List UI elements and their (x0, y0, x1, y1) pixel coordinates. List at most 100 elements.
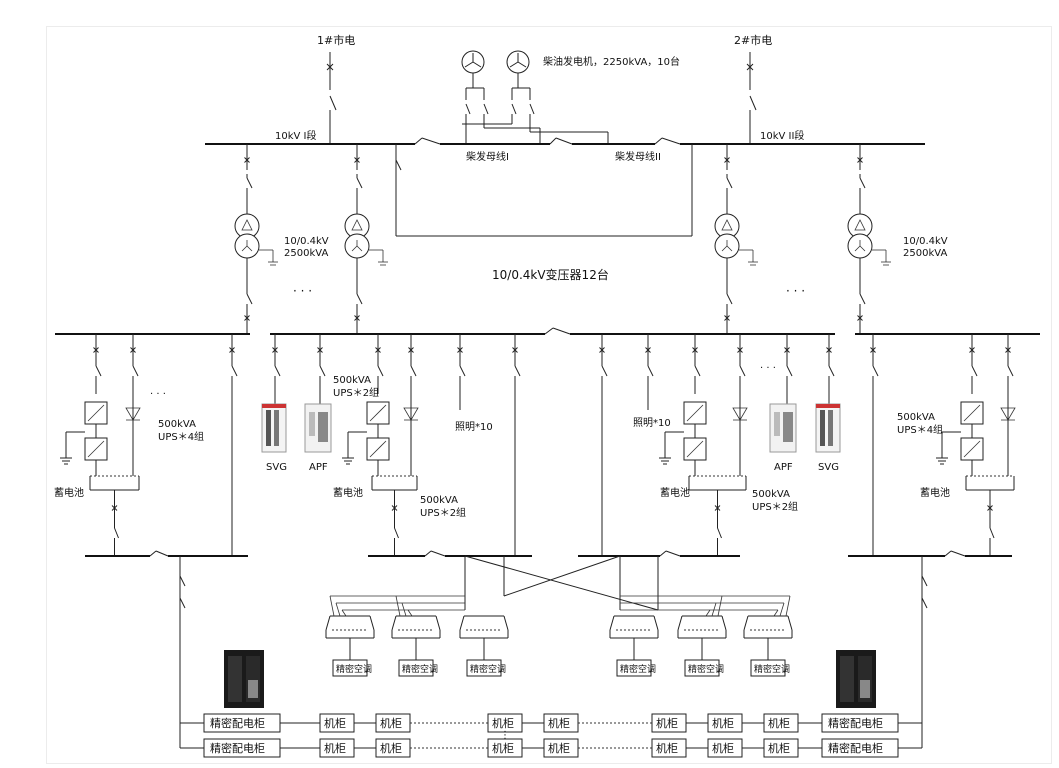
ac-feed-lines-left (329, 595, 465, 617)
lv-feeder-17 (969, 334, 978, 394)
battery-label-4: 蓄电池 (920, 486, 950, 499)
lighting-label-2: 照明*10 (633, 417, 671, 429)
lv-feeder-1 (93, 334, 102, 394)
rack-label: 机柜 (656, 741, 678, 755)
diagram-frame (46, 26, 1052, 764)
rack-cabinet: 机柜 (319, 738, 355, 758)
lv-feeders (93, 334, 1014, 556)
precision-ac-3: 精密空调 (459, 615, 509, 677)
ups-label-4a: 500kVA (752, 489, 790, 500)
tx-spec-1: 10/0.4kV (284, 236, 329, 247)
transformer-2 (344, 144, 388, 334)
battery-label-2: 蓄电池 (333, 486, 363, 499)
lv-feeder-15 (826, 334, 835, 404)
rack-label: 机柜 (492, 716, 514, 730)
pdu-label: 精密配电柜 (210, 716, 265, 730)
rack-label: 机柜 (656, 716, 678, 730)
generator-label: 柴油发电机，2250kVA，10台 (543, 55, 680, 68)
rack-cabinet: 机柜 (707, 738, 743, 758)
battery-label-3: 蓄电池 (660, 486, 690, 499)
rack-label: 机柜 (324, 716, 346, 730)
tx-summary-label: 10/0.4kV变压器12台 (492, 267, 609, 282)
generator-1-icon (461, 50, 485, 74)
ac-unit-box (684, 659, 720, 677)
generator-feeders (462, 73, 609, 144)
gen-bus-1-label: 柴发母线I (466, 150, 509, 163)
precision-ac-6: 精密空调 (743, 615, 793, 677)
rack-cabinet: 机柜 (375, 738, 411, 758)
rack-cabinet: 机柜 (707, 713, 743, 733)
grid-2-label: 2#市电 (734, 33, 772, 47)
ac-unit-box (332, 659, 368, 677)
pdu-cabinet-right-icon (836, 650, 876, 708)
ups-label-1a: 500kVA (158, 419, 196, 430)
rack-row-ellipsis: ⋮ (500, 730, 510, 741)
pdu-label: 精密配电柜 (210, 741, 265, 755)
ac-unit-box (398, 659, 434, 677)
rack-cabinet: 机柜 (651, 738, 687, 758)
apf-cabinet-1 (304, 403, 332, 453)
tx-ellipsis-1: · · · (293, 284, 312, 298)
ac-label: 精密空调 (754, 663, 790, 675)
grid-1-label: 1#市电 (317, 33, 355, 47)
ac-unit-box (616, 659, 652, 677)
precision-ac-4: 精密空调 (609, 615, 659, 677)
rack-cabinet: 机柜 (763, 738, 799, 758)
lv-feeder-11 (645, 334, 654, 410)
rack-label: 机柜 (768, 741, 790, 755)
precision-ac-2: 精密空调 (391, 615, 441, 677)
rack-label: 机柜 (548, 716, 570, 730)
ac-label: 精密空调 (470, 663, 506, 675)
ups-label-5a: 500kVA (897, 412, 935, 423)
lv-feeder-6 (375, 334, 384, 394)
lv-feeder-14 (784, 334, 793, 404)
rack-cabinet: 机柜 (651, 713, 687, 733)
gen-bus-loop (395, 144, 693, 237)
rack-label: 机柜 (492, 741, 514, 755)
lv-feeder-16 (870, 334, 879, 556)
ac-label: 精密空调 (336, 663, 372, 675)
lv-feeder-2 (130, 334, 139, 394)
lv-feeder-18 (1005, 334, 1014, 394)
precision-ac-1: 精密空调 (325, 615, 375, 677)
rack-cabinet: 机柜 (543, 738, 579, 758)
lv-tie-switch (544, 327, 571, 335)
pdu-right-1: 精密配电柜 (821, 713, 899, 733)
ups-unit-2 (342, 394, 419, 556)
ac-cross-feeds (464, 555, 659, 611)
ac-group: 精密空调精密空调精密空调精密空调精密空调精密空调 (325, 595, 793, 677)
rack-label: 机柜 (380, 716, 402, 730)
transformer-group (234, 144, 891, 334)
pdu-label: 精密配电柜 (828, 716, 883, 730)
gen-bus-2-label: 柴发母线II (615, 150, 661, 163)
lv-feeder-8 (457, 334, 466, 410)
ups-label-3a: 500kVA (420, 495, 458, 506)
rack-label: 机柜 (712, 741, 734, 755)
rack-rows: 精密配电柜精密配电柜机柜机柜机柜机柜机柜机柜机柜精密配电柜精密配电柜机柜机柜机柜… (203, 713, 899, 758)
ac-label: 精密空调 (688, 663, 724, 675)
lv-feeder-5 (317, 334, 326, 404)
grid-2-feeder (746, 52, 757, 144)
pdu-left-2: 精密配电柜 (203, 738, 281, 758)
ups-unit-4 (936, 394, 1016, 556)
pdu-right-2: 精密配电柜 (821, 738, 899, 758)
generator-2-icon (506, 50, 530, 74)
rack-label: 机柜 (324, 741, 346, 755)
battery-label-1: 蓄电池 (54, 486, 84, 499)
rack-cabinet: 机柜 (319, 713, 355, 733)
tx-spec-2: 10/0.4kV (903, 236, 948, 247)
transformer-1 (234, 144, 278, 334)
rack-label: 机柜 (768, 716, 790, 730)
lv-ellipsis-1: · · · (150, 389, 166, 400)
pdu-feeders (179, 556, 928, 749)
lv-feeder-13 (737, 334, 746, 394)
ac-label: 精密空调 (402, 663, 438, 675)
rack-label: 机柜 (380, 741, 402, 755)
apf-label-2: APF (774, 462, 793, 473)
ups-bus-ties (149, 550, 966, 557)
rack-row-2: 精密配电柜 精密配电柜 机柜 机柜 机柜 机柜 机柜 机柜 机柜 (203, 738, 899, 758)
rack-cabinet: 机柜 (543, 713, 579, 733)
ac-feed-lines-right (620, 595, 791, 617)
pdu-left-1: 精密配电柜 (203, 713, 281, 733)
